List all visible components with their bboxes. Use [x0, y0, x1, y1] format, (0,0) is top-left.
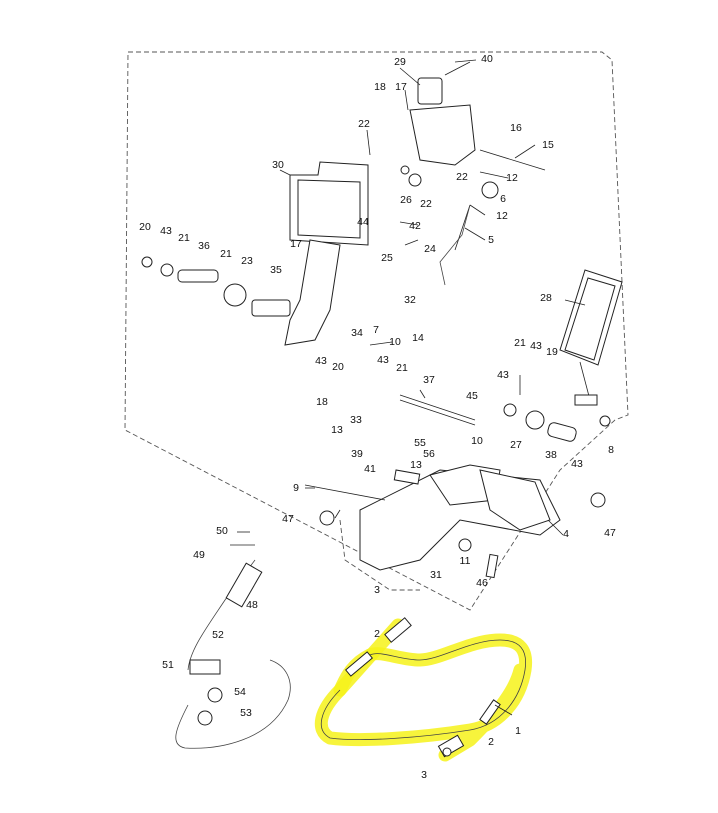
callout-22: 22: [456, 171, 468, 183]
highlighted-cable: [314, 618, 533, 762]
callout-43: 43: [497, 369, 509, 381]
callout-11: 11: [460, 555, 471, 567]
callout-27: 27: [510, 439, 522, 451]
callout-21: 21: [178, 232, 190, 244]
base-frame: [304, 464, 606, 579]
callout-3: 3: [421, 769, 427, 781]
callout-44: 44: [357, 216, 369, 228]
callout-21: 21: [220, 248, 232, 260]
callout-39: 39: [351, 448, 363, 460]
callout-20: 20: [139, 221, 151, 233]
callout-37: 37: [423, 374, 435, 386]
callout-47: 47: [282, 513, 294, 525]
callout-5: 5: [488, 234, 494, 246]
callout-47: 47: [604, 527, 616, 539]
callout-10: 10: [471, 435, 483, 447]
callout-43: 43: [571, 458, 583, 470]
callout-21: 21: [396, 362, 408, 374]
callout-43: 43: [315, 355, 327, 367]
callout-51: 51: [162, 659, 174, 671]
assembly-boundary: [124, 51, 629, 611]
callout-15: 15: [542, 139, 554, 151]
callout-20: 20: [332, 361, 344, 373]
callout-7: 7: [373, 324, 379, 336]
callout-9: 9: [293, 482, 299, 494]
callout-31: 31: [430, 569, 442, 581]
callout-43: 43: [160, 225, 172, 237]
callout-30: 30: [272, 159, 284, 171]
callout-24: 24: [424, 243, 436, 255]
leader-lines: [279, 59, 586, 716]
callout-46: 46: [476, 577, 488, 589]
callout-50: 50: [216, 525, 228, 537]
callout-10: 10: [389, 336, 401, 348]
callout-42: 42: [409, 220, 421, 232]
callout-4: 4: [563, 528, 569, 540]
callout-32: 32: [404, 294, 416, 306]
callout-43: 43: [377, 354, 389, 366]
callout-40: 40: [481, 53, 493, 65]
callout-14: 14: [412, 332, 424, 344]
cable-line-art: [321, 617, 527, 758]
callouts: 40 29 18 17 22 16 15 30 22 12 6 12 26 22…: [139, 53, 616, 781]
callout-53: 53: [240, 707, 252, 719]
callout-49: 49: [193, 549, 205, 561]
callout-22: 22: [420, 198, 432, 210]
callout-25: 25: [381, 252, 393, 264]
callout-28: 28: [540, 292, 552, 304]
callout-18: 18: [374, 81, 386, 93]
callout-12: 12: [506, 172, 518, 184]
callout-54: 54: [234, 686, 246, 698]
callout-55: 55: [414, 437, 426, 449]
center-shaft: [399, 394, 577, 442]
callout-16: 16: [510, 122, 522, 134]
callout-8: 8: [608, 444, 614, 456]
callout-35: 35: [270, 264, 282, 276]
callout-41: 41: [364, 463, 376, 475]
callout-17: 17: [290, 238, 302, 250]
callout-38: 38: [545, 449, 557, 461]
callout-3: 3: [374, 584, 380, 596]
callout-36: 36: [198, 240, 210, 252]
callout-21: 21: [514, 337, 526, 349]
callout-43: 43: [530, 340, 542, 352]
callout-45: 45: [466, 390, 478, 402]
callout-1: 1: [515, 725, 521, 737]
callout-56: 56: [423, 448, 435, 460]
callout-2: 2: [488, 736, 494, 748]
brake-pedal: [141, 161, 369, 346]
callout-22: 22: [358, 118, 370, 130]
callout-34: 34: [351, 327, 363, 339]
callout-52: 52: [212, 629, 224, 641]
callout-13: 13: [410, 459, 422, 471]
callout-48: 48: [246, 599, 258, 611]
callout-6: 6: [500, 193, 506, 205]
callout-2: 2: [374, 628, 380, 640]
callout-33: 33: [350, 414, 362, 426]
callout-26: 26: [400, 194, 412, 206]
accelerator-pedal: [559, 269, 623, 427]
callout-12: 12: [496, 210, 508, 222]
upper-linkage: [400, 61, 546, 286]
secondary-cable: [175, 531, 291, 749]
callout-18: 18: [316, 396, 328, 408]
callout-17: 17: [395, 81, 407, 93]
callout-23: 23: [241, 255, 253, 267]
callout-29: 29: [394, 56, 406, 68]
callout-19: 19: [546, 346, 558, 358]
callout-13: 13: [331, 424, 343, 436]
